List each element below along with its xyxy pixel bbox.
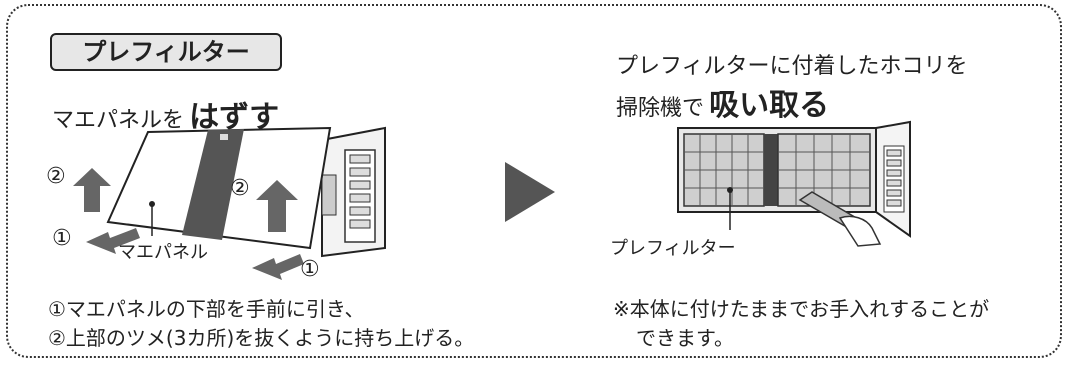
vacuum-instruction-line2: 掃除機で 吸い取る — [616, 80, 829, 124]
lift-arrow-right — [256, 180, 298, 232]
filter-label: プレフィルター — [610, 238, 736, 259]
right-filter-mesh — [777, 133, 871, 207]
hand — [838, 215, 882, 247]
filter-edge — [321, 174, 337, 216]
panel-logo — [220, 134, 228, 140]
lift-arrow-left — [73, 168, 111, 212]
pull-marker-left: ① — [52, 226, 72, 251]
left-filter-mesh — [683, 133, 765, 207]
pull-arrow-right — [252, 254, 304, 280]
pull-marker-right: ① — [300, 257, 320, 282]
panel-label: マエパネル — [118, 242, 208, 263]
step-1-text: ①マエパネルの下部を手前に引き、 — [48, 297, 365, 321]
vacuum-small: 掃除機で — [616, 96, 705, 121]
vacuum-big: 吸い取る — [709, 88, 830, 123]
lift-marker-left: ② — [46, 164, 66, 189]
play-triangle — [505, 162, 555, 222]
step-2-text: ②上部のツメ(3カ所)を抜くように持ち上げる。 — [48, 326, 475, 350]
note-line1: ※本体に付けたままでお手入れすることが — [613, 297, 990, 321]
content-frame — [6, 4, 1062, 358]
vacuum-instruction-line1: プレフィルターに付着したホコリを — [616, 54, 968, 79]
pull-arrow-left — [86, 228, 140, 254]
lift-marker-right: ② — [230, 176, 250, 201]
prefilter-tag: プレフィルター — [50, 33, 282, 71]
remove-heading-small: マエパネルを — [52, 108, 185, 133]
panel-stripe — [182, 129, 244, 240]
center-divider — [764, 134, 778, 206]
note-line2: できます。 — [636, 326, 734, 350]
